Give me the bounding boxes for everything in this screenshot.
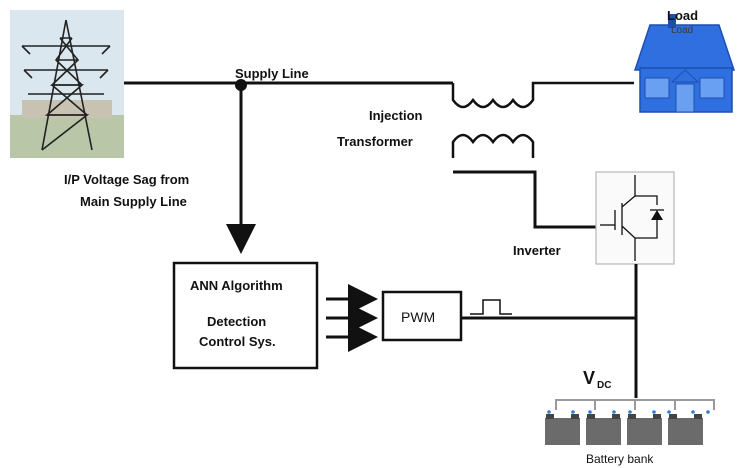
igbt-switch-icon <box>595 171 675 265</box>
pulse-icon <box>470 299 512 315</box>
load-subtitle: Load <box>671 25 693 36</box>
transformer-label: Transformer <box>337 134 413 149</box>
supply-line-label: Supply Line <box>235 66 309 81</box>
pwm-block <box>381 290 463 342</box>
battery-bank-label: Battery bank <box>586 452 654 466</box>
vdc-label-main: V <box>583 368 595 388</box>
sag-label-line2: Main Supply Line <box>80 194 187 209</box>
vdc-label-sub: DC <box>597 380 611 391</box>
ann-block <box>172 261 319 370</box>
pwm-label: PWM <box>401 309 435 325</box>
ann-line2: Control Sys. <box>199 334 276 349</box>
injection-label: Injection <box>369 108 423 123</box>
ann-line1: Detection <box>207 314 266 329</box>
control-arrows <box>326 284 378 352</box>
ann-title: ANN Algorithm <box>190 278 283 293</box>
inverter-label: Inverter <box>513 243 561 258</box>
sag-label-line1: I/P Voltage Sag from <box>64 172 189 187</box>
battery-icon <box>545 399 715 445</box>
transmission-tower-icon <box>10 10 124 158</box>
house-icon <box>633 14 736 113</box>
load-title: Load <box>667 8 698 23</box>
